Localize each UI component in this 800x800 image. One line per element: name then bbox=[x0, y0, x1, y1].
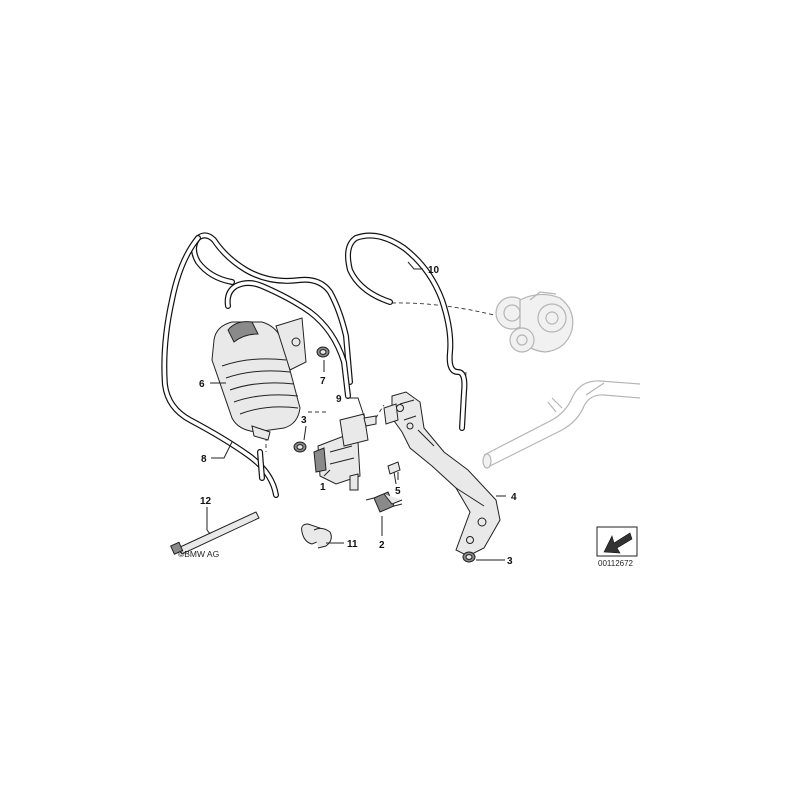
rubber-mount-2 bbox=[365, 491, 403, 513]
vacuum-reservoir-6 bbox=[211, 317, 307, 441]
nut-7 bbox=[316, 346, 330, 358]
callout-7: 7 bbox=[320, 376, 326, 387]
bolt-5 bbox=[387, 461, 401, 485]
bracket-4 bbox=[383, 391, 501, 557]
callouts: 6 8 7 9 10 3 1 5 4 2 11 3 12 bbox=[199, 265, 517, 567]
nut-3-left bbox=[293, 441, 307, 453]
callout-8: 8 bbox=[201, 454, 207, 465]
callout-3-right: 3 bbox=[507, 556, 513, 567]
vacuum-hose-8 bbox=[161, 232, 353, 498]
hose-clip-11 bbox=[301, 523, 332, 549]
direction-arrow-icon bbox=[596, 526, 638, 557]
image-number: 00112672 bbox=[598, 559, 634, 568]
leader-lines bbox=[206, 261, 506, 561]
intake-pipe-ghost bbox=[482, 380, 641, 469]
callout-10: 10 bbox=[428, 265, 440, 276]
turbocharger-ghost bbox=[495, 291, 574, 353]
callout-1: 1 bbox=[320, 482, 326, 493]
copyright-label: ©BMW AG bbox=[178, 549, 219, 559]
pressure-converter-1 bbox=[313, 413, 377, 491]
callout-3-left: 3 bbox=[301, 415, 307, 426]
vacuum-hose-10 bbox=[345, 232, 468, 431]
callout-9: 9 bbox=[336, 394, 342, 405]
callout-2: 2 bbox=[379, 540, 385, 551]
vacuum-hose-9 bbox=[224, 280, 351, 399]
callout-12: 12 bbox=[200, 496, 212, 507]
cable-tie-12 bbox=[170, 511, 260, 555]
callout-11: 11 bbox=[347, 539, 358, 550]
callout-4: 4 bbox=[511, 492, 517, 503]
callout-5: 5 bbox=[395, 486, 401, 497]
nut-3-right bbox=[462, 551, 476, 563]
callout-6: 6 bbox=[199, 379, 205, 390]
